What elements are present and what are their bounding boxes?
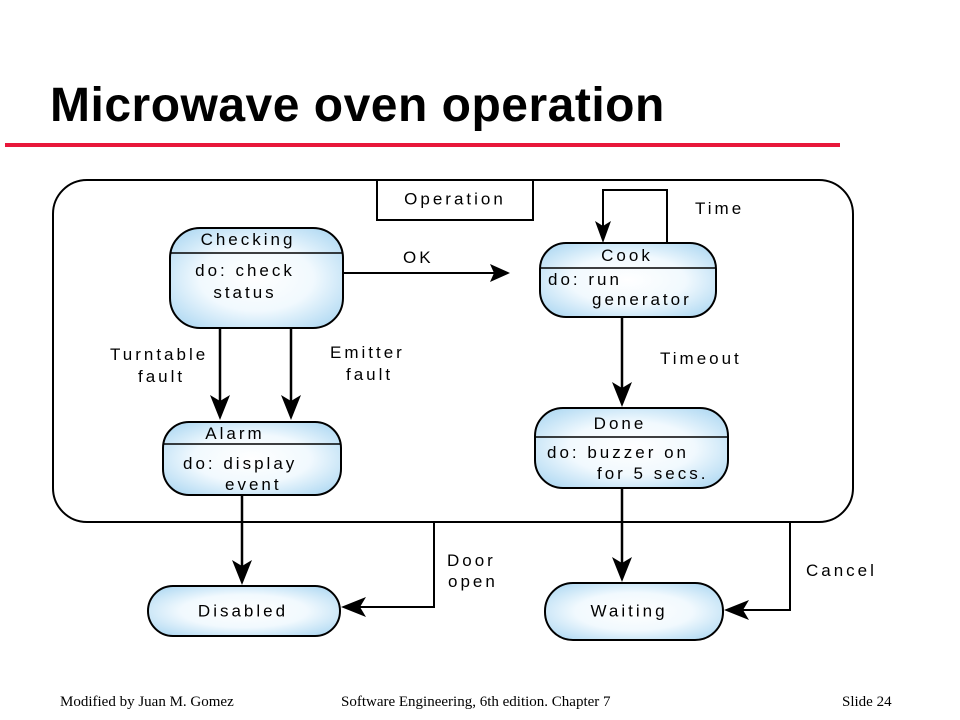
- state-checking-activity-2: status: [213, 283, 276, 302]
- state-done-activity-1: do: buzzer on: [547, 443, 689, 462]
- transition-emitter-fault-arrowhead: [281, 395, 301, 420]
- transition-time-loop: [602, 189, 668, 243]
- transition-time-label: Time: [695, 199, 744, 218]
- transition-cancel-arrowhead: [724, 600, 749, 620]
- transition-turntable-fault-label-2: fault: [138, 367, 185, 386]
- state-waiting: Waiting: [544, 582, 724, 641]
- footer-author: Modified by Juan M. Gomez: [60, 694, 234, 710]
- state-alarm: Alarm do: display event: [162, 421, 342, 496]
- transition-cancel-line: [739, 522, 791, 611]
- state-checking-activity-1: do: check: [195, 261, 295, 280]
- transition-timeout-label: Timeout: [660, 349, 742, 368]
- transition-door-open-arrowhead: [341, 597, 366, 617]
- state-disabled: Disabled: [147, 585, 341, 637]
- transition-emitter-fault-label-1: Emitter: [330, 343, 405, 362]
- operation-label: Operation: [404, 189, 506, 208]
- footer-slide-number: Slide 24: [842, 694, 892, 710]
- state-alarm-activity-2: event: [225, 475, 282, 494]
- transition-done-waiting-arrowhead: [612, 557, 632, 582]
- state-checking: Checking do: check status: [169, 227, 344, 329]
- title-underline: [5, 143, 840, 147]
- transition-alarm-disabled-arrowhead: [232, 560, 252, 585]
- transition-ok-label: OK: [403, 248, 434, 267]
- state-cook-activity-1: do: run: [548, 270, 622, 289]
- state-alarm-name: Alarm: [205, 424, 264, 443]
- state-alarm-activity-1: do: display: [183, 454, 297, 473]
- transition-door-open-line: [356, 522, 435, 608]
- slide-title: Microwave oven operation: [50, 79, 665, 132]
- state-done-activity-2: for 5 secs.: [597, 464, 708, 483]
- state-cook-name: Cook: [601, 246, 653, 265]
- state-disabled-name: Disabled: [198, 601, 288, 620]
- transition-door-open-label-2: open: [448, 572, 498, 591]
- state-cook: Cook do: run generator: [539, 242, 717, 318]
- operation-label-box: [376, 179, 534, 221]
- transition-ok-arrowhead: [490, 264, 510, 282]
- transition-turntable-fault-label-1: Turntable: [110, 345, 208, 364]
- transition-turntable-fault-arrowhead: [210, 395, 230, 420]
- transition-timeout-arrowhead: [612, 382, 632, 407]
- transition-emitter-fault-label-2: fault: [346, 365, 393, 384]
- state-waiting-name: Waiting: [590, 601, 667, 620]
- footer-course: Software Engineering, 6th edition. Chapt…: [341, 694, 611, 710]
- transition-cancel-label: Cancel: [806, 561, 877, 580]
- transition-door-open-label-1: Door: [447, 551, 496, 570]
- state-done-name: Done: [594, 414, 647, 433]
- state-cook-activity-2: generator: [592, 290, 692, 309]
- transition-time-arrowhead: [595, 221, 611, 243]
- state-done: Done do: buzzer on for 5 secs.: [534, 407, 729, 489]
- state-checking-name: Checking: [201, 230, 296, 249]
